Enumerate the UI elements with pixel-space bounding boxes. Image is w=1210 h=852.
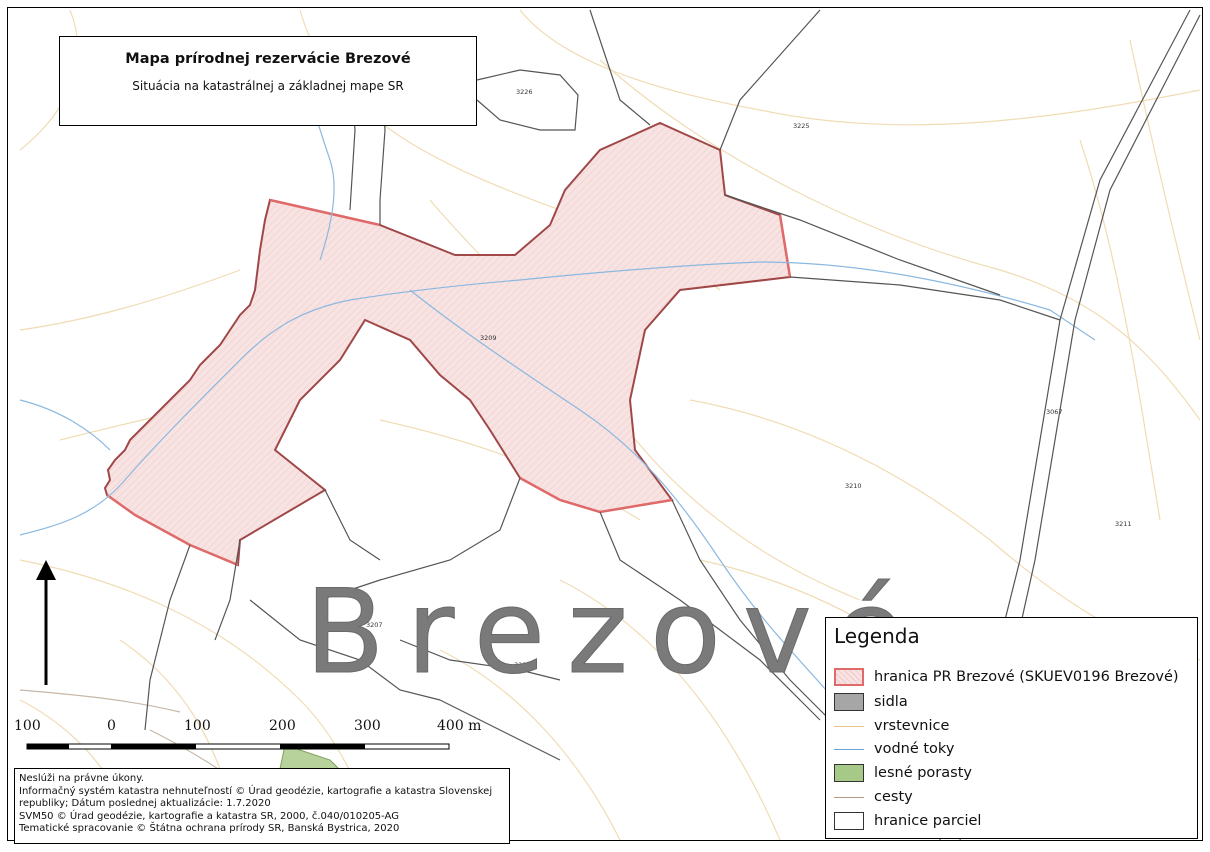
scale-label: 100 xyxy=(184,718,211,734)
reserve-boundary-highlight xyxy=(106,198,792,567)
scale-bar xyxy=(26,743,450,750)
forest-swatch-icon xyxy=(834,764,864,782)
legend-label: sidla xyxy=(874,694,908,710)
legend-label: vrstevnice xyxy=(874,718,950,734)
road-line-icon xyxy=(834,788,864,806)
credits-line: Informačný systém katastra nehnuteľností… xyxy=(19,785,493,810)
parcel-label: 3067 xyxy=(1046,408,1063,416)
legend-label: cesty xyxy=(874,789,913,805)
legend-label: hranice parciel xyxy=(874,813,982,829)
parcel-label: 3206 xyxy=(514,661,531,669)
scale-label: 400 m xyxy=(437,718,482,734)
legend-item-reserve-boundary: hranica PR Brezové (SKUEV0196 Brezové) xyxy=(834,666,1179,688)
map-title: Mapa prírodnej rezervácie Brezové xyxy=(125,51,411,67)
parcel-label: 3225 xyxy=(793,122,810,130)
reserve-area[interactable] xyxy=(103,121,792,567)
legend-title: Legenda xyxy=(834,624,920,648)
legend: Legenda hranica PR Brezové (SKUEV0196 Br… xyxy=(825,617,1198,839)
scale-label: 200 xyxy=(269,718,296,734)
settlement-swatch-icon xyxy=(834,693,864,711)
legend-item-settlement: sidla xyxy=(834,691,908,713)
reserve-boundary-swatch-icon xyxy=(834,668,864,686)
legend-label: lesné porasty xyxy=(874,765,972,781)
contour-line-icon xyxy=(834,717,864,735)
legend-item-forest: lesné porasty xyxy=(834,762,972,784)
parcel-label: 3209 xyxy=(480,334,497,342)
credits-line: Tematické spracovanie © Štátna ochrana p… xyxy=(19,823,400,834)
legend-item-contour: vrstevnice xyxy=(834,715,949,737)
parcel-label: 3207 xyxy=(366,621,383,629)
credits-box: Neslúži na právne úkony. Informačný syst… xyxy=(14,768,510,844)
parcel-label: 3210 xyxy=(845,482,862,490)
credits-line: SVM50 © Úrad geodézie, kartografie a kat… xyxy=(19,810,399,822)
parcel-label: 3226 xyxy=(516,88,533,96)
scale-label: 300 xyxy=(354,718,381,734)
parcel-swatch-icon xyxy=(834,812,864,830)
stream-line-icon xyxy=(834,740,864,758)
parcel-number-labels: 3226 3225 3209 3067 3210 3211 3207 3206 xyxy=(366,88,1132,669)
legend-label: hranica PR Brezové (SKUEV0196 Brezové) xyxy=(874,669,1179,685)
credits-line: Neslúži na právne úkony. xyxy=(19,773,144,784)
scale-label: 0 xyxy=(107,718,116,734)
legend-item-stream: vodné toky xyxy=(834,738,954,760)
legend-label: vodné toky xyxy=(874,741,955,757)
scale-label: 100 xyxy=(14,718,41,734)
map-title-box: Mapa prírodnej rezervácie Brezové Situác… xyxy=(59,36,477,126)
map-subtitle: Situácia na katastrálnej a základnej map… xyxy=(132,79,404,93)
north-arrow-icon xyxy=(36,560,56,685)
settlement-label: Brezové xyxy=(305,565,927,700)
legend-item-parcel: hranice parciel xyxy=(834,810,981,832)
legend-item-road: cesty xyxy=(834,786,913,808)
parcel-label: 3211 xyxy=(1115,520,1132,528)
